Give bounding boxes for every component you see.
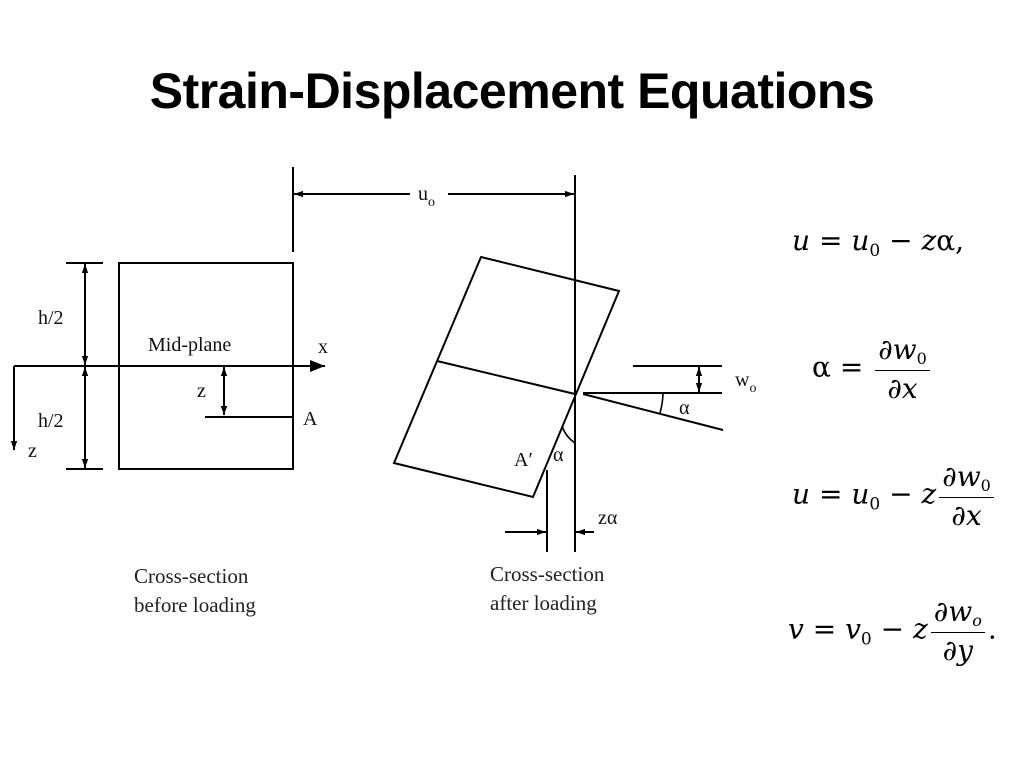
equation-2: α = ∂w0∂x [812, 333, 933, 405]
equation-4: v = v0 − z∂wo∂y. [788, 595, 997, 667]
slope-line [582, 393, 724, 431]
caption-after-line1: Cross-section [490, 562, 605, 586]
h-bottom-label: h/2 [38, 410, 64, 432]
point-a-label: A [303, 408, 318, 430]
equation-1: u = u0 − zα, [792, 224, 965, 261]
alpha-arc-top [659, 393, 664, 414]
caption-before-line1: Cross-section [134, 564, 249, 588]
h-top-label: h/2 [38, 307, 64, 329]
alpha-top-label: α [679, 397, 690, 419]
alpha-bottom-label: α [553, 444, 564, 466]
point-a-prime-label: A′ [514, 449, 533, 471]
equation-3: u = u0 − z∂w0∂x [792, 460, 997, 532]
alpha-arc-bottom [561, 425, 576, 444]
slide-title: Strain-Displacement Equations [149, 63, 875, 119]
section-after-parallelogram [392, 255, 621, 499]
midplane-after [436, 360, 576, 395]
caption-after-line2: after loading [490, 591, 597, 615]
uo-label: uo [418, 183, 435, 210]
z-axis-label: z [28, 440, 37, 462]
wo-label: wo [735, 369, 756, 396]
midplane-label: Mid-plane [148, 334, 231, 356]
z-dimension-label: z [197, 380, 206, 402]
zalpha-label: zα [598, 507, 618, 529]
x-axis-label: x [318, 336, 328, 358]
caption-before-line2: before loading [134, 593, 256, 617]
